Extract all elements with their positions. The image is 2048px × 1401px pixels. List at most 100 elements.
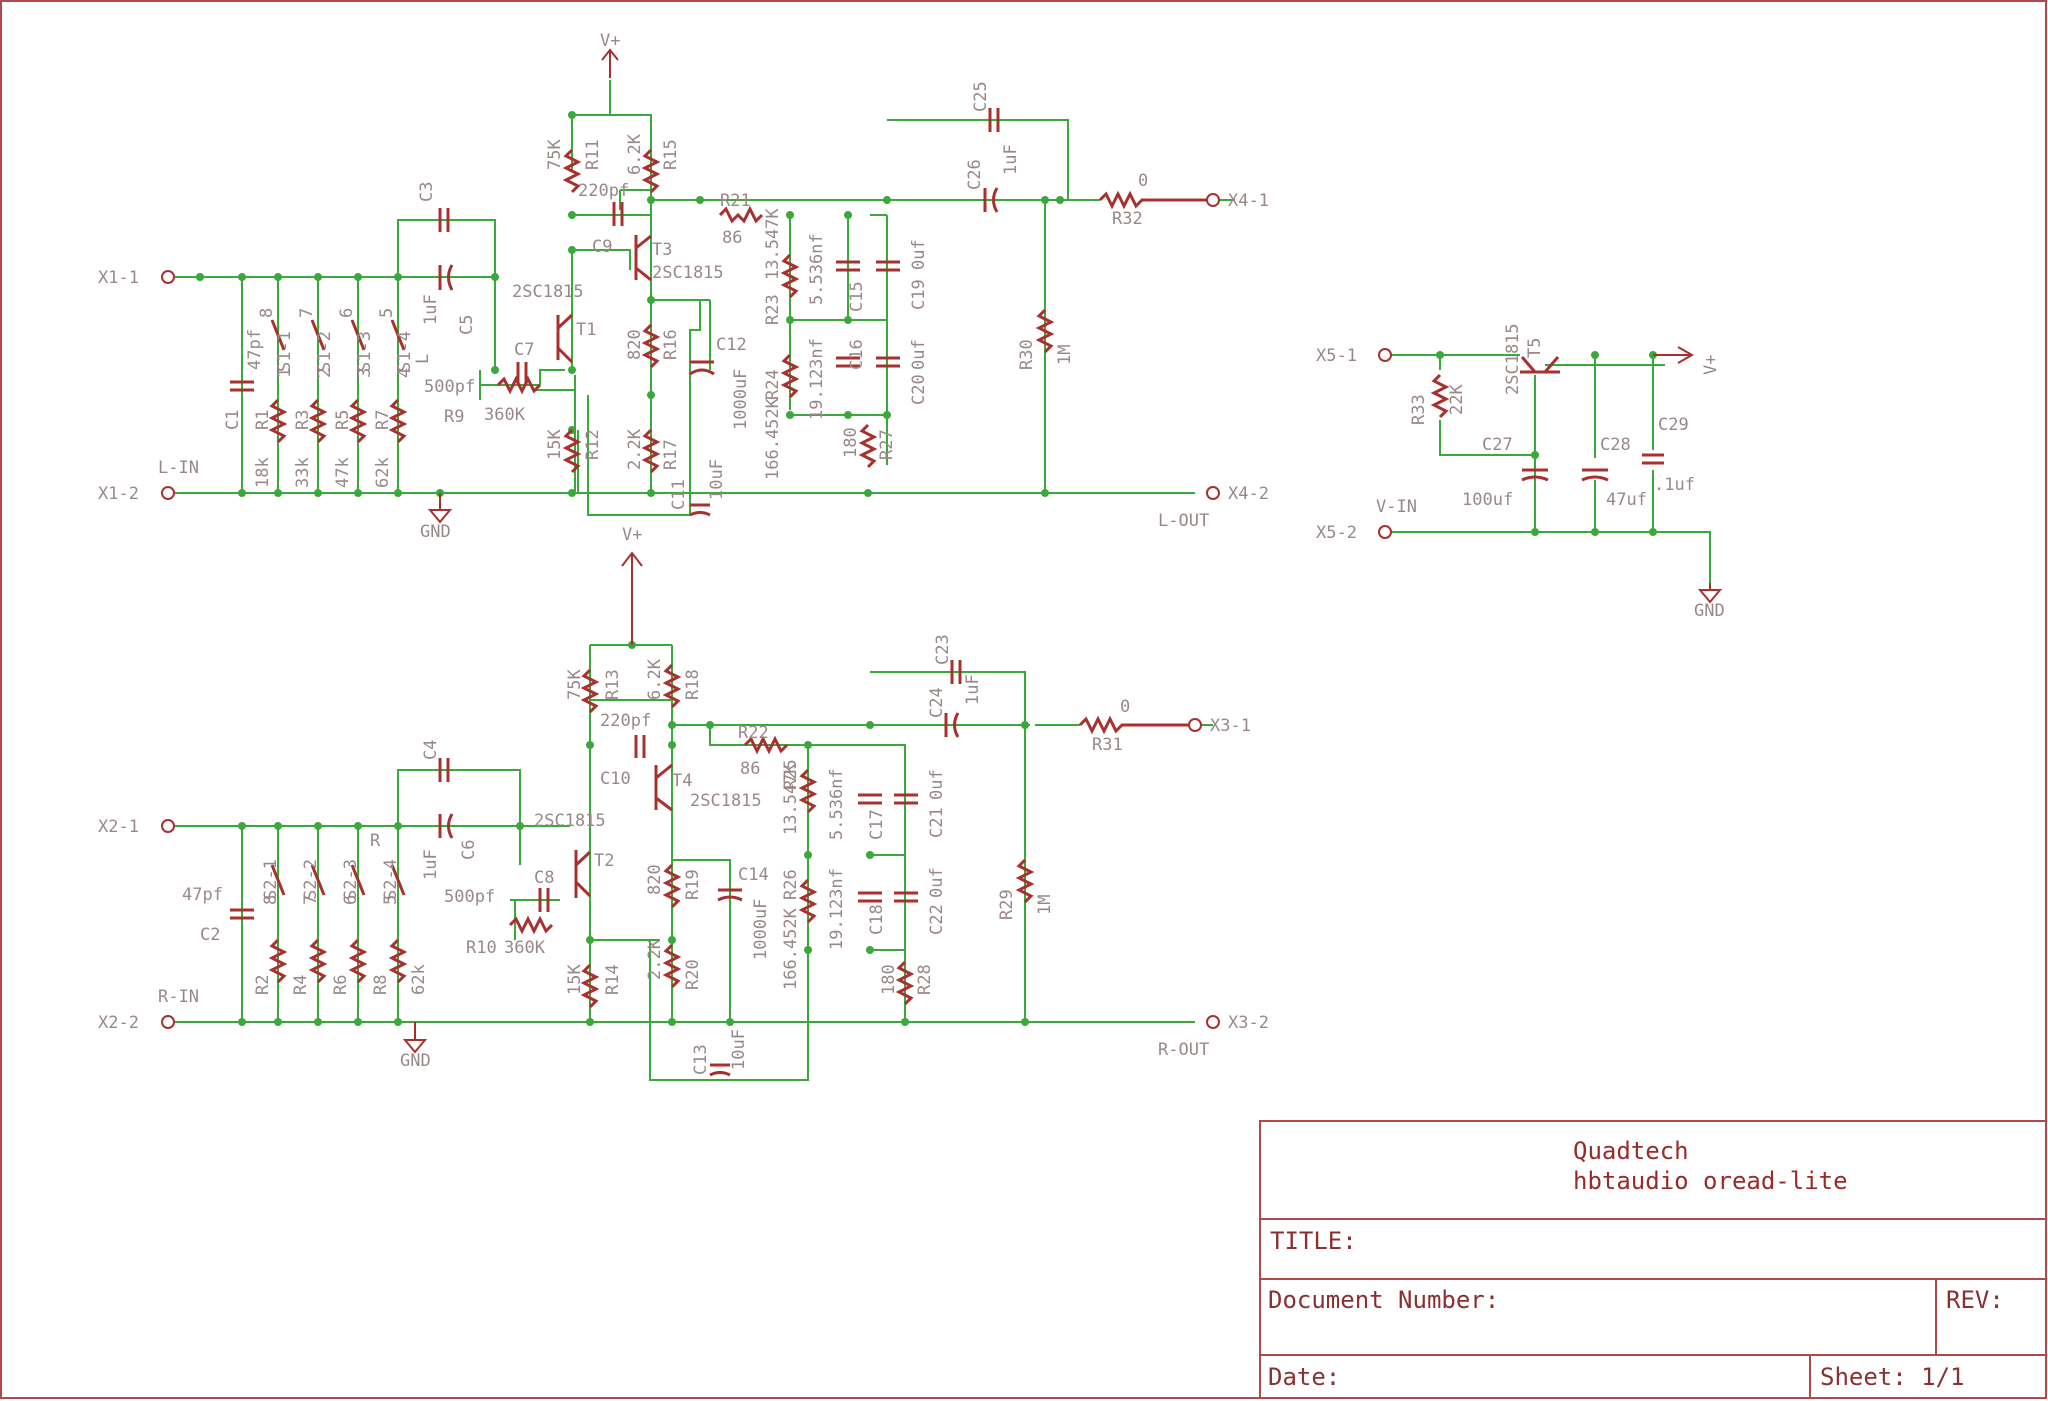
- x5-1-port[interactable]: [1378, 348, 1392, 362]
- c6-label: C6: [459, 840, 479, 860]
- r25-value: 13.547K: [781, 763, 801, 835]
- x3-1-label: X3-1: [1210, 716, 1251, 736]
- x1-2-label: X1-2: [98, 484, 139, 504]
- r27-label: R27: [877, 429, 897, 460]
- r15-label: R15: [661, 139, 681, 170]
- c27-label: C27: [1482, 435, 1513, 455]
- r16-label: R16: [661, 329, 681, 360]
- t5-type: 2SC1815: [1503, 323, 1523, 395]
- c22-label: C22: [927, 904, 947, 935]
- r18-value: 6.2K: [645, 658, 665, 700]
- c7-value: 500pf: [424, 377, 475, 397]
- s2-pin-7: 7: [301, 895, 321, 905]
- c24-label: C24: [927, 687, 947, 718]
- document-number-label: Document Number:: [1268, 1286, 1499, 1314]
- x5-1-label: X5-1: [1316, 346, 1357, 366]
- r13-value: 75K: [565, 669, 585, 700]
- c9-label: C9: [592, 237, 612, 257]
- r30-value: 1M: [1055, 345, 1075, 365]
- r12-value: 15K: [545, 429, 565, 460]
- r31-value: 0: [1120, 697, 1130, 717]
- s2-3-label: S2-3: [341, 859, 361, 900]
- gnd-label-left: GND: [420, 522, 451, 542]
- s2-pin-8: 8: [261, 895, 281, 905]
- left-channel: X1-1 X1-2 L-IN X4-1 X4-2 L-OUT V+ GND C1…: [98, 31, 1269, 542]
- company-name: Quadtech: [1573, 1137, 1689, 1165]
- x3-2-port[interactable]: [1206, 1015, 1220, 1029]
- c8-label: C8: [534, 868, 554, 888]
- s1-pin-4: 4: [395, 368, 415, 378]
- vplus-label-left: V+: [600, 31, 620, 51]
- c7-label: C7: [514, 340, 534, 360]
- x2-2-port[interactable]: [161, 1015, 175, 1029]
- c20-label: C20: [909, 374, 929, 405]
- c17-value: 5.536nf: [827, 768, 847, 840]
- r31-label: R31: [1092, 735, 1123, 755]
- c20-value: 0uf: [909, 339, 929, 370]
- r22-value: 86: [740, 759, 760, 779]
- r-out-label: R-OUT: [1158, 1040, 1209, 1060]
- vplus-label-right: V+: [622, 525, 642, 545]
- x2-1-port[interactable]: [161, 819, 175, 833]
- r19-value: 820: [645, 864, 665, 895]
- x4-2-port[interactable]: [1206, 486, 1220, 500]
- c5-label: C5: [457, 315, 477, 335]
- s1-pin-8: 8: [257, 308, 277, 318]
- r32-value: 0: [1138, 171, 1148, 191]
- gnd-label-supply: GND: [1694, 601, 1725, 621]
- x4-1-label: X4-1: [1228, 191, 1269, 211]
- x1-2-port[interactable]: [161, 486, 175, 500]
- r21-value: 86: [722, 228, 742, 248]
- v-in-label: V-IN: [1376, 497, 1417, 517]
- r14-value: 15K: [565, 964, 585, 995]
- c5-value: 1uF: [421, 294, 441, 325]
- c21-label: C21: [927, 807, 947, 838]
- c28-value: 47uf: [1606, 490, 1647, 510]
- title-label: TITLE:: [1270, 1227, 1357, 1255]
- r7-label: R7: [373, 410, 393, 430]
- s2-r-label: R: [370, 831, 381, 851]
- r5-value: 47k: [333, 457, 353, 488]
- x2-2-label: X2-2: [98, 1013, 139, 1033]
- x2-1-label: X2-1: [98, 817, 139, 837]
- r33-label: R33: [1409, 394, 1429, 425]
- x1-1-port[interactable]: [161, 270, 175, 284]
- r20-value: 2.2K: [645, 938, 665, 980]
- c24-value: 1uF: [963, 674, 983, 705]
- r22-label: R22: [738, 723, 769, 743]
- c18-label: C18: [867, 904, 887, 935]
- r9-label: R9: [444, 407, 464, 427]
- rev-label: REV:: [1946, 1286, 2004, 1314]
- r14-label: R14: [603, 964, 623, 995]
- c19-label: C19: [909, 279, 929, 310]
- r10-value: 360K: [504, 938, 546, 958]
- r1-value: 18k: [253, 457, 273, 488]
- r20-label: R20: [683, 959, 703, 990]
- r11-label: R11: [583, 139, 603, 170]
- c23-label: C23: [933, 634, 953, 665]
- x4-1-port[interactable]: [1206, 193, 1220, 207]
- x5-2-port[interactable]: [1378, 525, 1392, 539]
- c26-label: C26: [965, 159, 985, 190]
- t5-label: T5: [1525, 338, 1545, 358]
- r27-value: 180: [841, 427, 861, 458]
- c1-label: C1: [223, 410, 243, 430]
- r10-label: R10: [466, 938, 497, 958]
- r19-label: R19: [683, 869, 703, 900]
- r17-label: R17: [661, 439, 681, 470]
- r1-label: R1: [253, 410, 273, 430]
- x3-1-port[interactable]: [1188, 718, 1202, 732]
- s1-pin-7: 7: [297, 308, 317, 318]
- c6-value: 1uF: [421, 849, 441, 880]
- t1-type: 2SC1815: [512, 282, 584, 302]
- project-name: hbtaudio oread-lite: [1573, 1167, 1848, 1195]
- gnd-label-right: GND: [400, 1051, 431, 1071]
- c16-label: C16: [847, 339, 867, 370]
- l-out-label: L-OUT: [1158, 511, 1209, 531]
- r5-label: R5: [333, 410, 353, 430]
- c2-value: 47pf: [182, 885, 223, 905]
- c12-value: 1000uF: [731, 369, 751, 430]
- date-label: Date:: [1268, 1363, 1340, 1391]
- s1-pin-3: 3: [355, 368, 375, 378]
